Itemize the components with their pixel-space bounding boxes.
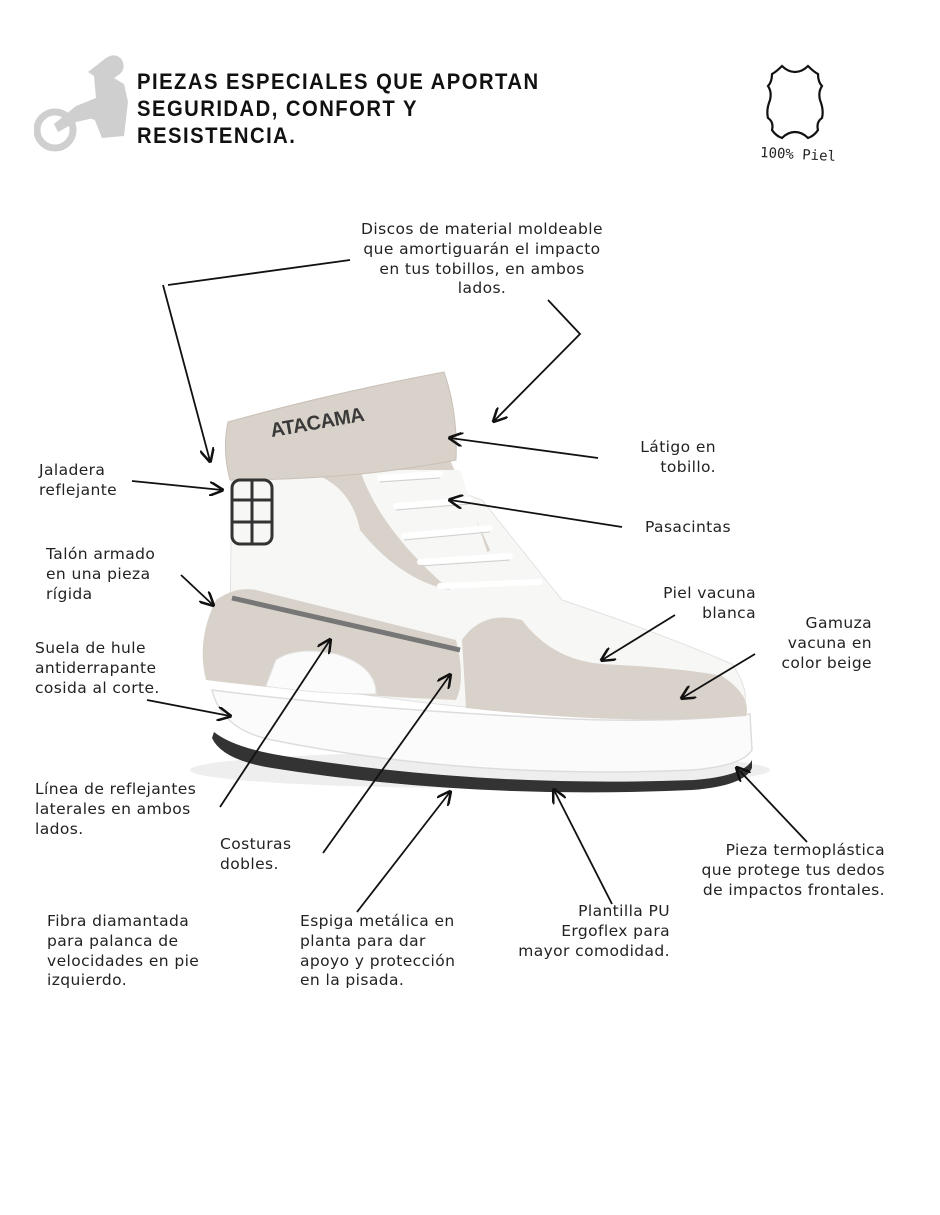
callout-discos-line-1: Discos de material moldeable	[361, 220, 603, 238]
title-line-1: PIEZAS ESPECIALES QUE APORTAN	[137, 69, 540, 94]
callout-pieza-termo-line-3: de impactos frontales.	[702, 880, 885, 899]
callout-talon-line-3: rígida	[46, 584, 93, 603]
callout-piel-vacuna-line-2: blanca	[702, 603, 756, 622]
callout-suela: Suela de hule antiderrapante cosida al c…	[35, 639, 195, 698]
callout-fibra: Fibra diamantada para palanca de velocid…	[47, 912, 237, 991]
callout-jaladera-line-1: Jaladera	[39, 461, 106, 479]
callout-latigo-line-2: tobillo.	[660, 457, 716, 476]
callout-pasacintas-line-1: Pasacintas	[645, 518, 732, 536]
callout-fibra-line-4: izquierdo.	[47, 971, 128, 990]
callout-pieza-termo-line-1: Pieza termoplástica	[725, 841, 885, 859]
callout-latigo-line-1: Látigo en	[640, 438, 716, 456]
callout-espiga-line-2: planta para dar	[300, 931, 426, 950]
title-line-2: SEGURIDAD, CONFORT Y	[137, 96, 418, 121]
callout-discos-line-4: lados.	[457, 279, 507, 298]
callout-piel-vacuna-line-1: Piel vacuna	[663, 584, 756, 602]
callout-jaladera: Jaladera reflejante	[39, 461, 159, 501]
callout-plantilla-line-1: Plantilla PU	[578, 902, 670, 920]
callout-suela-line-1: Suela de hule	[35, 639, 146, 657]
callout-jaladera-line-2: reflejante	[39, 480, 118, 499]
motorcycle-rider-icon	[34, 50, 134, 154]
callout-gamuza: Gamuza vacuna en color beige	[752, 614, 872, 673]
callout-piel-vacuna: Piel vacuna blanca	[620, 584, 756, 624]
callout-espiga-line-4: en la pisada.	[300, 971, 405, 990]
callout-espiga: Espiga metálica en planta para dar apoyo…	[300, 912, 490, 991]
callout-costuras-line-2: dobles.	[220, 854, 279, 873]
callout-espiga-line-1: Espiga metálica en	[300, 912, 455, 930]
callout-fibra-line-3: velocidades en pie	[47, 951, 200, 970]
callout-plantilla-line-3: mayor comodidad.	[518, 941, 670, 960]
callout-gamuza-line-2: vacuna en	[787, 633, 872, 652]
callout-pieza-termo: Pieza termoplástica que protege tus dedo…	[665, 841, 885, 900]
callout-pieza-termo-line-2: que protege tus dedos	[701, 860, 885, 879]
callout-linea-reflejantes: Línea de reflejantes laterales en ambos …	[35, 780, 225, 839]
callout-espiga-line-3: apoyo y protección	[300, 951, 456, 970]
callout-linea-reflejantes-line-3: lados.	[35, 819, 84, 838]
callout-suela-line-2: antiderrapante	[35, 658, 157, 677]
callout-gamuza-line-3: color beige	[781, 653, 872, 672]
page-title: PIEZAS ESPECIALES QUE APORTAN SEGURIDAD,…	[137, 68, 540, 149]
callout-discos-line-3: en tus tobillos, en ambos	[379, 259, 585, 278]
callout-gamuza-line-1: Gamuza	[805, 614, 872, 632]
callout-plantilla-line-2: Ergoflex para	[561, 921, 670, 940]
title-line-3: RESISTENCIA.	[137, 123, 297, 148]
callout-linea-reflejantes-line-1: Línea de reflejantes	[35, 780, 197, 798]
callout-latigo: Látigo en tobillo.	[600, 438, 716, 478]
callout-costuras: Costuras dobles.	[220, 835, 320, 875]
callout-fibra-line-1: Fibra diamantada	[47, 912, 190, 930]
callout-fibra-line-2: para palanca de	[47, 931, 179, 950]
callout-plantilla: Plantilla PU Ergoflex para mayor comodid…	[500, 902, 670, 961]
leather-hide-icon	[760, 62, 830, 144]
callout-discos-line-2: que amortiguarán el impacto	[363, 239, 601, 258]
callout-linea-reflejantes-line-2: laterales en ambos	[35, 799, 191, 818]
callout-pasacintas: Pasacintas	[645, 518, 765, 538]
callout-discos: Discos de material moldeable que amortig…	[352, 220, 612, 299]
callout-talon: Talón armado en una pieza rígida	[46, 545, 186, 604]
callout-talon-line-2: en una pieza	[46, 564, 151, 583]
callout-suela-line-3: cosida al corte.	[35, 678, 160, 697]
callout-costuras-line-1: Costuras	[220, 835, 292, 853]
callout-talon-line-1: Talón armado	[46, 545, 156, 563]
